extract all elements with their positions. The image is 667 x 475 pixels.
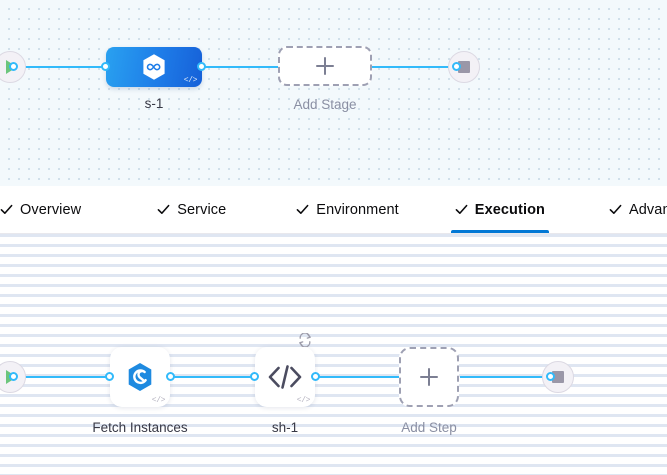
edge-start-to-fetch [18, 376, 114, 378]
tab-advanced-label: Advanced [629, 201, 667, 218]
plus-icon [420, 368, 438, 386]
check-icon [0, 203, 13, 216]
port-exec-end-in[interactable] [546, 372, 555, 381]
port-fetch-in[interactable] [105, 372, 114, 381]
add-step-button[interactable] [399, 347, 459, 407]
plus-icon [316, 57, 334, 75]
edge-add-to-end [460, 376, 552, 378]
sh1-code-badge: </> [296, 396, 311, 405]
port-stage-out[interactable] [197, 62, 206, 71]
edge-fetch-to-sh1 [174, 376, 258, 378]
stage-code-badge: </> [183, 76, 198, 85]
execution-graph-canvas[interactable]: </> Fetch Instances </> sh-1 [0, 234, 667, 475]
tab-advanced[interactable]: Advanced [595, 186, 667, 233]
port-sh1-out[interactable] [311, 372, 320, 381]
execution-end-node[interactable] [542, 361, 574, 393]
port-end-in[interactable] [452, 62, 461, 71]
tab-overview-label: Overview [20, 201, 82, 218]
stage-graph-canvas[interactable]: </> s-1 Add Stage [0, 0, 667, 186]
stop-icon [552, 371, 564, 383]
port-fetch-out[interactable] [166, 372, 175, 381]
tab-execution-label: Execution [474, 201, 545, 218]
port-sh1-in[interactable] [250, 372, 259, 381]
loop-retry-icon [297, 333, 313, 347]
tab-execution[interactable]: Execution [441, 186, 559, 233]
check-icon [455, 203, 468, 216]
edge-add-to-end [366, 66, 458, 68]
step-label-sh1: sh-1 [271, 420, 299, 435]
harness-swirl-hexagon-icon [128, 363, 152, 391]
tab-environment[interactable]: Environment [282, 186, 413, 233]
tab-overview[interactable]: Overview [0, 186, 95, 233]
port-start-out[interactable] [9, 62, 18, 71]
add-step-label: Add Step [401, 420, 457, 435]
step-label-fetch-instances: Fetch Instances [92, 420, 188, 435]
add-stage-button[interactable] [278, 46, 372, 86]
stage-node-label: s-1 [144, 96, 164, 111]
edge-sh1-to-add [318, 376, 400, 378]
tab-service-label: Service [177, 201, 227, 218]
code-brackets-icon [268, 365, 302, 389]
port-stage-in[interactable] [101, 62, 110, 71]
add-stage-label: Add Stage [293, 97, 357, 112]
fetch-instances-code-badge: </> [151, 396, 166, 405]
check-icon [609, 203, 622, 216]
stop-icon [458, 61, 470, 73]
step-node-sh1[interactable]: </> [255, 333, 315, 407]
port-exec-start-out[interactable] [9, 372, 18, 381]
check-icon [157, 203, 170, 216]
step-node-fetch-instances[interactable]: </> [110, 347, 170, 407]
check-icon [296, 203, 309, 216]
pipeline-end-node[interactable] [448, 51, 480, 83]
tab-environment-label: Environment [316, 201, 399, 218]
stage-node-s1[interactable]: </> [106, 47, 202, 87]
stage-config-tabs[interactable]: Overview Service Environment Execution A [0, 186, 667, 234]
edge-stage-to-add [196, 66, 286, 68]
edge-start-to-stage [18, 66, 114, 68]
harness-cd-hexagon-icon [143, 54, 165, 80]
tab-service[interactable]: Service [143, 186, 240, 233]
